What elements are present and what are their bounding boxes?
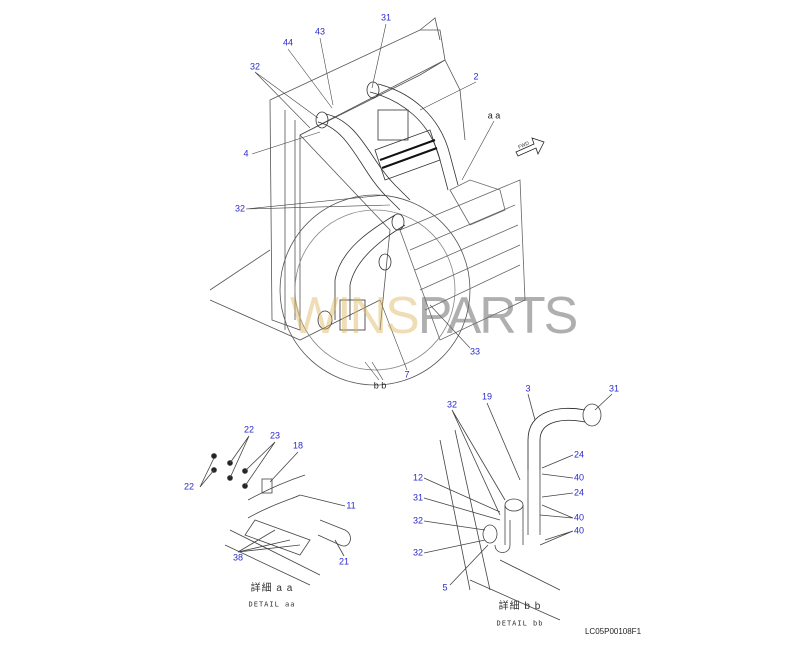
callout-12[interactable]: 12 xyxy=(412,472,424,483)
callout-32[interactable]: 32 xyxy=(234,203,246,214)
callout-22[interactable]: 22 xyxy=(243,424,255,435)
callout-31[interactable]: 31 xyxy=(608,383,620,394)
callout-31[interactable]: 31 xyxy=(412,492,424,503)
detail-bb-title-ja: 詳細 b b xyxy=(498,601,542,612)
fan-shroud-inner xyxy=(294,209,456,371)
watermark-logo: WINSPARTS xyxy=(290,287,578,345)
callout-7[interactable]: 7 xyxy=(404,369,410,380)
callout-5[interactable]: 5 xyxy=(442,582,448,593)
detail-aa-art xyxy=(199,435,351,586)
callout-19[interactable]: 19 xyxy=(481,391,493,402)
callout-11[interactable]: 11 xyxy=(346,500,356,511)
callout-32[interactable]: 32 xyxy=(446,399,458,410)
callout-24[interactable]: 24 xyxy=(573,487,585,498)
callout-22[interactable]: 22 xyxy=(183,481,195,492)
detail-bb-art xyxy=(423,393,613,621)
callout-38[interactable]: 38 xyxy=(232,552,244,563)
callout-32[interactable]: 32 xyxy=(412,515,424,526)
callout-40[interactable]: 40 xyxy=(573,472,585,483)
detail-aa-title-en: DETAIL aa xyxy=(248,600,296,609)
callout-43[interactable]: 43 xyxy=(314,26,326,37)
detail-ref-bb[interactable]: b b xyxy=(373,380,387,391)
detail-ref-aa[interactable]: a a xyxy=(487,110,501,121)
callout-18[interactable]: 18 xyxy=(292,440,304,451)
callout-4[interactable]: 4 xyxy=(243,148,249,159)
callout-2[interactable]: 2 xyxy=(473,71,479,82)
callout-31[interactable]: 31 xyxy=(380,12,392,23)
callout-40[interactable]: 40 xyxy=(573,512,585,523)
callout-44[interactable]: 44 xyxy=(282,37,294,48)
callout-23[interactable]: 23 xyxy=(269,430,281,441)
callout-21[interactable]: 21 xyxy=(338,556,350,567)
callout-33[interactable]: 33 xyxy=(469,346,481,357)
fan-shroud xyxy=(279,194,471,386)
callout-3[interactable]: 3 xyxy=(525,383,531,394)
detail-bb-title-en: DETAIL bb xyxy=(496,619,544,628)
callout-32[interactable]: 32 xyxy=(249,61,261,72)
engine-block xyxy=(399,179,526,341)
detail-aa-title-ja: 詳細 a a xyxy=(250,583,294,594)
callout-24[interactable]: 24 xyxy=(573,449,585,460)
intercooler-pipe-upper xyxy=(315,81,459,211)
main-leader-lines xyxy=(245,23,495,381)
callout-32[interactable]: 32 xyxy=(412,547,424,558)
intercooler-pipe-lower xyxy=(317,213,406,331)
aftercooler-box xyxy=(374,109,441,181)
fwd-arrow-icon xyxy=(515,137,545,157)
drawing-number: LC05P00108F1 xyxy=(584,627,642,636)
callout-40[interactable]: 40 xyxy=(573,525,585,536)
